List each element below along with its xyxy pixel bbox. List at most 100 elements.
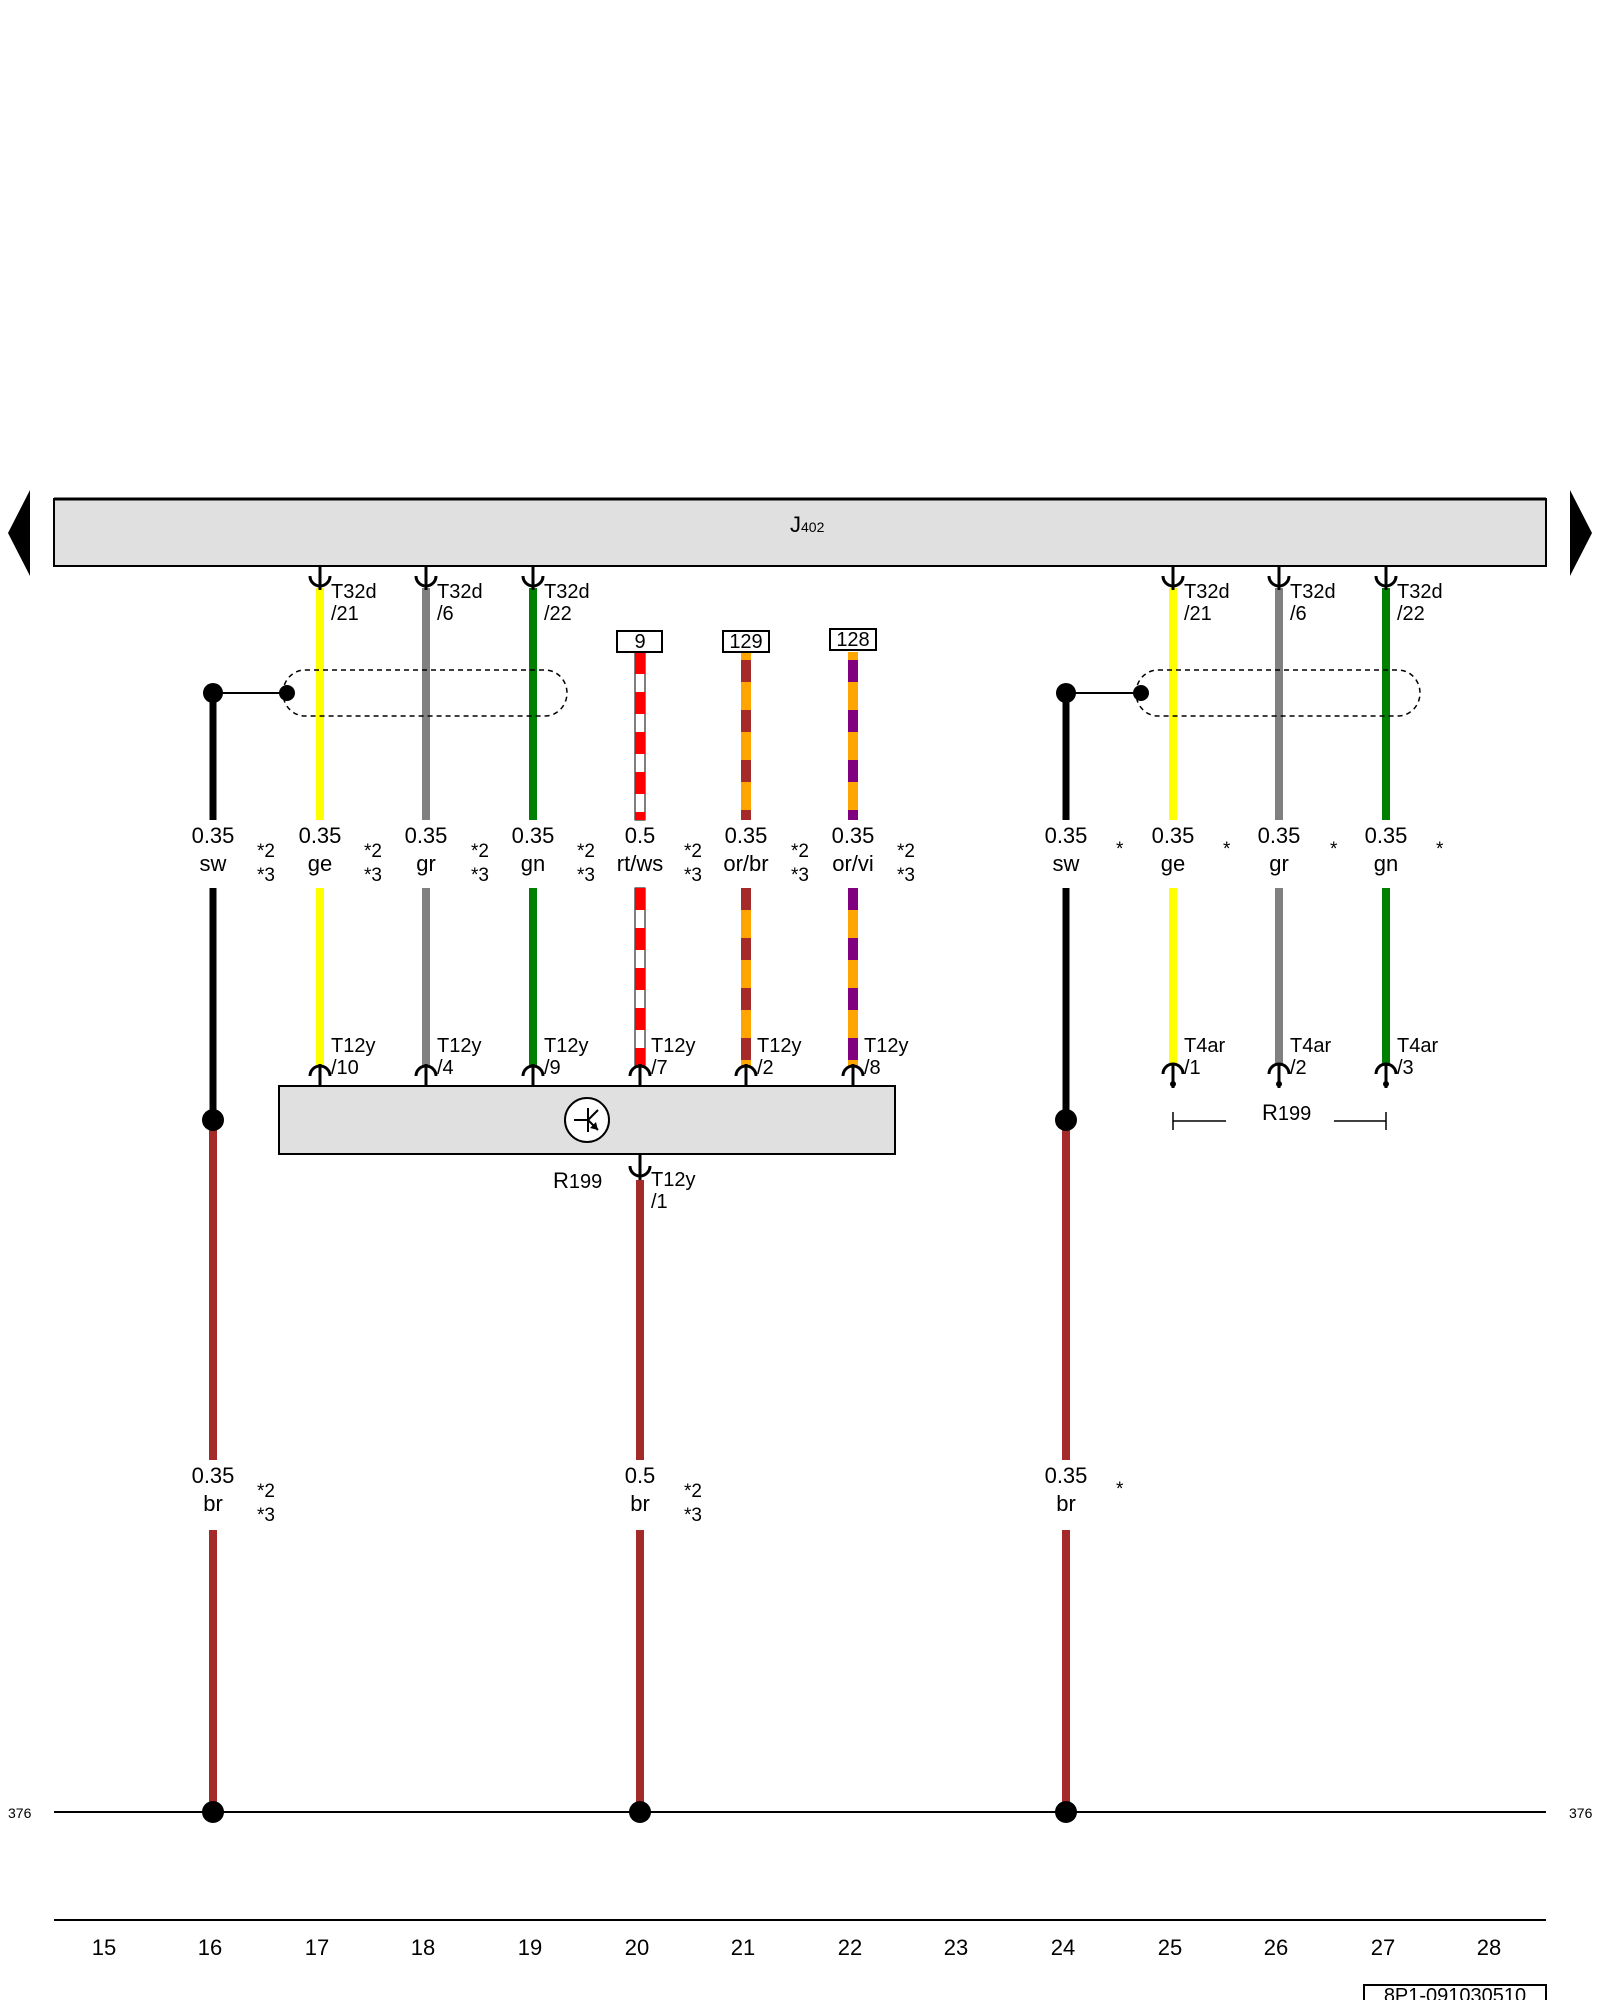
- pin-t32d-22-left: T32d /22: [521, 566, 590, 625]
- ref-129-label: 129: [729, 631, 762, 653]
- splice-dot: [1056, 683, 1076, 703]
- wire-label-gr-right: 0.35 gr *: [1258, 823, 1338, 876]
- svg-text:T32d: T32d: [1397, 581, 1443, 603]
- component-r199-label: R199: [553, 1168, 602, 1193]
- svg-text:*2: *2: [684, 841, 702, 862]
- svg-text:*2: *2: [257, 841, 275, 862]
- svg-text:0.35: 0.35: [832, 823, 875, 848]
- svg-text:0.35: 0.35: [299, 823, 342, 848]
- column-number: 27: [1371, 1935, 1395, 1960]
- svg-text:T4ar: T4ar: [1290, 1035, 1331, 1057]
- svg-text:sw: sw: [200, 851, 227, 876]
- svg-text:/7: /7: [651, 1057, 668, 1079]
- svg-text:T12y: T12y: [437, 1035, 481, 1057]
- svg-text:/2: /2: [1290, 1057, 1307, 1079]
- column-number: 19: [518, 1935, 542, 1960]
- svg-text:br: br: [630, 1491, 650, 1516]
- svg-text:*3: *3: [684, 865, 702, 886]
- svg-text:*3: *3: [257, 865, 275, 886]
- splice-dot-col24: [1055, 1109, 1077, 1131]
- ground-junction: [629, 1801, 651, 1823]
- wire-label-ge: 0.35 ge *2 *3: [299, 823, 382, 886]
- svg-text:br: br: [203, 1491, 223, 1516]
- column-number: 15: [92, 1935, 116, 1960]
- pin-t32d-21-right: T32d /21: [1161, 566, 1230, 625]
- pin-t12y-2: T12y /2: [734, 1035, 801, 1086]
- ground-junction: [202, 1801, 224, 1823]
- svg-text:0.35: 0.35: [1152, 823, 1195, 848]
- svg-text:0.5: 0.5: [625, 1463, 656, 1488]
- splice-dot: [203, 683, 223, 703]
- wire-label-br-col24: 0.35 br *: [1045, 1463, 1124, 1516]
- svg-text:0.35: 0.35: [192, 1463, 235, 1488]
- wire-label-or-vi: 0.35 or/vi *2 *3: [832, 823, 915, 886]
- ref-box-129: [722, 630, 770, 653]
- svg-text:*3: *3: [257, 1505, 275, 1526]
- svg-text:/6: /6: [1290, 603, 1307, 625]
- svg-text:*2: *2: [897, 841, 915, 862]
- control-unit-j402-box: [53, 498, 1547, 567]
- ground-ref-left: 376: [8, 1805, 32, 1821]
- svg-text:/21: /21: [1184, 603, 1212, 625]
- pin-t32d-6-right: T32d /6: [1267, 566, 1336, 625]
- ref-9-label: 9: [634, 631, 645, 653]
- document-code-label: 8P1-091030510: [1384, 1985, 1526, 2000]
- svg-text:R199: R199: [1262, 1100, 1311, 1125]
- column-number: 22: [838, 1935, 862, 1960]
- svg-text:*3: *3: [684, 1505, 702, 1526]
- wire-label-or-br: 0.35 or/br *2 *3: [723, 823, 809, 886]
- svg-text:0.5: 0.5: [625, 823, 656, 848]
- svg-text:T32d: T32d: [331, 581, 377, 603]
- svg-text:gr: gr: [416, 851, 436, 876]
- svg-text:T12y: T12y: [651, 1169, 695, 1191]
- svg-text:gr: gr: [1269, 851, 1289, 876]
- splice-dot-col16: [202, 1109, 224, 1131]
- wire-label-gn-right: 0.35 gn *: [1365, 823, 1444, 876]
- pin-t32d-22-right: T32d /22: [1374, 566, 1443, 625]
- ref-128-label: 128: [836, 629, 869, 651]
- ground-junction: [1055, 1801, 1077, 1823]
- svg-text:/22: /22: [544, 603, 572, 625]
- wire-label-gn: 0.35 gn *2 *3: [512, 823, 595, 886]
- previous-page-arrow-icon[interactable]: [8, 490, 30, 576]
- wire-label-sw-right: 0.35 sw *: [1045, 823, 1124, 876]
- pin-t12y-8: T12y /8: [841, 1035, 908, 1086]
- svg-text:or/br: or/br: [723, 851, 768, 876]
- svg-text:*3: *3: [471, 865, 489, 886]
- svg-text:T32d: T32d: [437, 581, 483, 603]
- svg-text:sw: sw: [1053, 851, 1080, 876]
- svg-text:0.35: 0.35: [192, 823, 235, 848]
- svg-text:*: *: [1116, 839, 1124, 860]
- shield-dot: [279, 685, 295, 701]
- svg-text:0.35: 0.35: [1258, 823, 1301, 848]
- svg-text:/6: /6: [437, 603, 454, 625]
- wire-label-br-col20: 0.5 br *2 *3: [625, 1463, 702, 1526]
- svg-text:*: *: [1330, 839, 1338, 860]
- svg-text:T12y: T12y: [864, 1035, 908, 1057]
- control-unit-j402-label: J402: [790, 512, 825, 537]
- svg-text:/3: /3: [1397, 1057, 1414, 1079]
- svg-text:*3: *3: [577, 865, 595, 886]
- svg-text:T4ar: T4ar: [1397, 1035, 1438, 1057]
- svg-text:/10: /10: [331, 1057, 359, 1079]
- wire-label-br-col16: 0.35 br *2 *3: [192, 1463, 275, 1526]
- pin-t4ar-3: T4ar /3: [1374, 1035, 1438, 1088]
- svg-text:0.35: 0.35: [1365, 823, 1408, 848]
- svg-text:*3: *3: [364, 865, 382, 886]
- svg-text:0.35: 0.35: [1045, 823, 1088, 848]
- wire-label-ge-right: 0.35 ge *: [1152, 823, 1231, 876]
- svg-text:/9: /9: [544, 1057, 561, 1079]
- column-number: 20: [625, 1935, 649, 1960]
- next-page-arrow-icon[interactable]: [1570, 490, 1592, 576]
- pin-t12y-7: T12y /7: [628, 1035, 695, 1086]
- svg-text:/21: /21: [331, 603, 359, 625]
- document-code-box: [1363, 1984, 1547, 2000]
- svg-text:*2: *2: [791, 841, 809, 862]
- ref-box-128: [829, 628, 877, 651]
- svg-text:gn: gn: [521, 851, 545, 876]
- wire-label-sw: 0.35 sw *2 *3: [192, 823, 275, 886]
- column-number: 17: [305, 1935, 329, 1960]
- ref-box-9: [616, 630, 663, 653]
- column-number: 21: [731, 1935, 755, 1960]
